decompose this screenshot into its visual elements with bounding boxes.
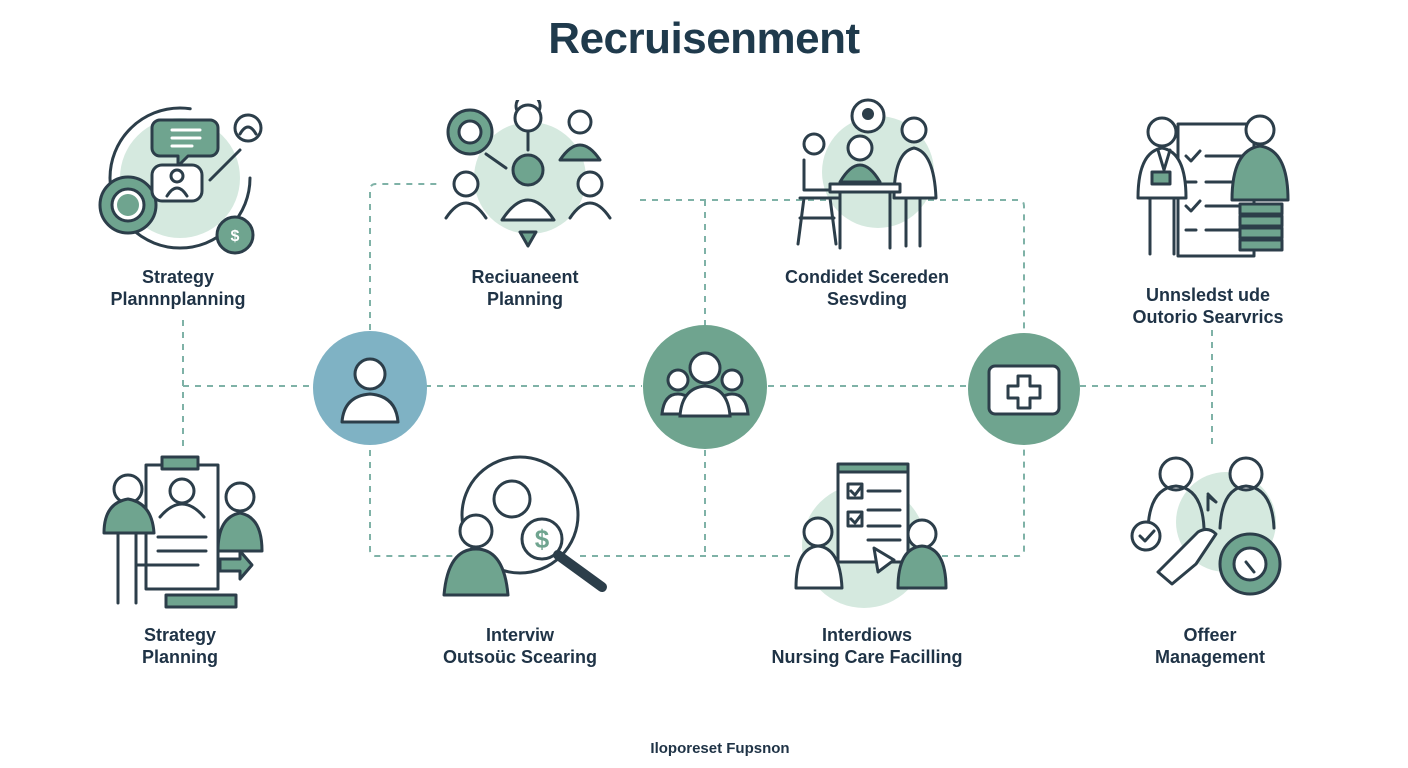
- group-icon: [660, 351, 750, 418]
- person-icon: [340, 357, 400, 424]
- svg-text:$: $: [535, 524, 550, 554]
- medical-hub[interactable]: [967, 332, 1081, 446]
- page-title: Recruisenment: [548, 14, 860, 63]
- handshake-gear-icon[interactable]: [1128, 452, 1298, 612]
- strategy-gears-icon[interactable]: $: [90, 100, 270, 260]
- person-hub[interactable]: [312, 330, 428, 446]
- checklist-board-icon[interactable]: [790, 460, 960, 610]
- interview-desk-icon[interactable]: [780, 98, 950, 258]
- footer-caption: Iloporeset Fupsnon: [650, 740, 790, 757]
- team-network-icon[interactable]: [440, 100, 620, 255]
- magnifier-candidate-icon[interactable]: $: [440, 455, 620, 605]
- svg-text:$: $: [231, 228, 240, 245]
- checklist-people-icon[interactable]: [1128, 110, 1298, 270]
- resume-candidates-icon[interactable]: [96, 455, 276, 610]
- medical-cross-icon: [987, 364, 1061, 416]
- group-hub[interactable]: [642, 324, 768, 450]
